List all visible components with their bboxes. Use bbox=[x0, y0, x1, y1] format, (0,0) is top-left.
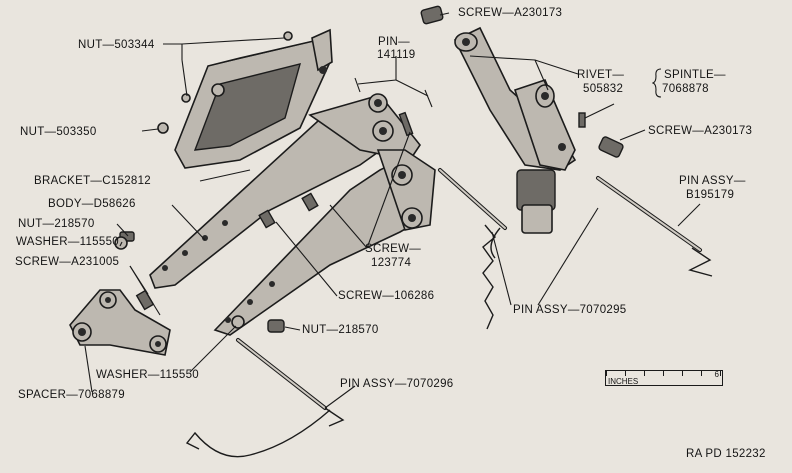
label-nut-503344: NUT—503344 bbox=[78, 39, 155, 51]
label-body: BODY—D58626 bbox=[48, 198, 136, 210]
label-spintle-line1: SPINTLE— bbox=[664, 69, 726, 81]
label-rivet-line2: 505832 bbox=[583, 83, 624, 95]
lower-frame-part bbox=[213, 149, 436, 336]
leader-lines bbox=[84, 12, 701, 409]
label-pin-assy-b195179-line1: PIN ASSY— bbox=[679, 175, 746, 187]
small-hardware bbox=[114, 5, 624, 333]
label-washer-115550-left: WASHER—115550 bbox=[16, 236, 119, 248]
scale-unit-label: INCHES bbox=[608, 377, 639, 386]
body-part bbox=[149, 93, 421, 289]
spintle-part bbox=[453, 26, 577, 234]
label-screw-123774-line1: SCREW— bbox=[365, 243, 422, 255]
label-spacer: SPACER—7068879 bbox=[18, 389, 125, 401]
label-pin-assy-b195179-line2: B195179 bbox=[686, 189, 735, 201]
pins-and-chains bbox=[185, 168, 713, 458]
label-nut-218570-left: NUT—218570 bbox=[18, 218, 95, 230]
scale-max-label: 6 bbox=[714, 370, 719, 379]
label-pin-141119-line1: PIN— bbox=[378, 36, 410, 48]
label-screw-a230173-mid: SCREW—A230173 bbox=[648, 125, 753, 137]
figure-reference: RA PD 152232 bbox=[686, 448, 766, 460]
label-pin-assy-7070296: PIN ASSY—7070296 bbox=[340, 378, 454, 390]
label-pin-assy-7070295: PIN ASSY—7070295 bbox=[513, 304, 627, 316]
scale-ticks bbox=[606, 371, 722, 376]
scale-bar: INCHES 6 bbox=[605, 370, 723, 386]
label-bracket: BRACKET—C152812 bbox=[34, 175, 151, 187]
label-screw-a230173-top: SCREW—A230173 bbox=[458, 7, 563, 19]
label-screw-106286: SCREW—106286 bbox=[338, 290, 435, 302]
bracket-part bbox=[174, 28, 333, 169]
label-nut-503350: NUT—503350 bbox=[20, 126, 97, 138]
label-screw-123774-line2: 123774 bbox=[371, 257, 412, 269]
spacer-part bbox=[69, 289, 171, 356]
label-spintle-line2: 7068878 bbox=[662, 83, 709, 95]
label-nut-218570-low: NUT—218570 bbox=[302, 324, 379, 336]
label-screw-a231005: SCREW—A231005 bbox=[15, 256, 120, 268]
label-pin-141119-line2: 141119 bbox=[377, 49, 416, 61]
brace-icon bbox=[652, 68, 662, 98]
label-washer-115550-low: WASHER—115550 bbox=[96, 369, 199, 381]
label-rivet-line1: RIVET— bbox=[577, 69, 625, 81]
